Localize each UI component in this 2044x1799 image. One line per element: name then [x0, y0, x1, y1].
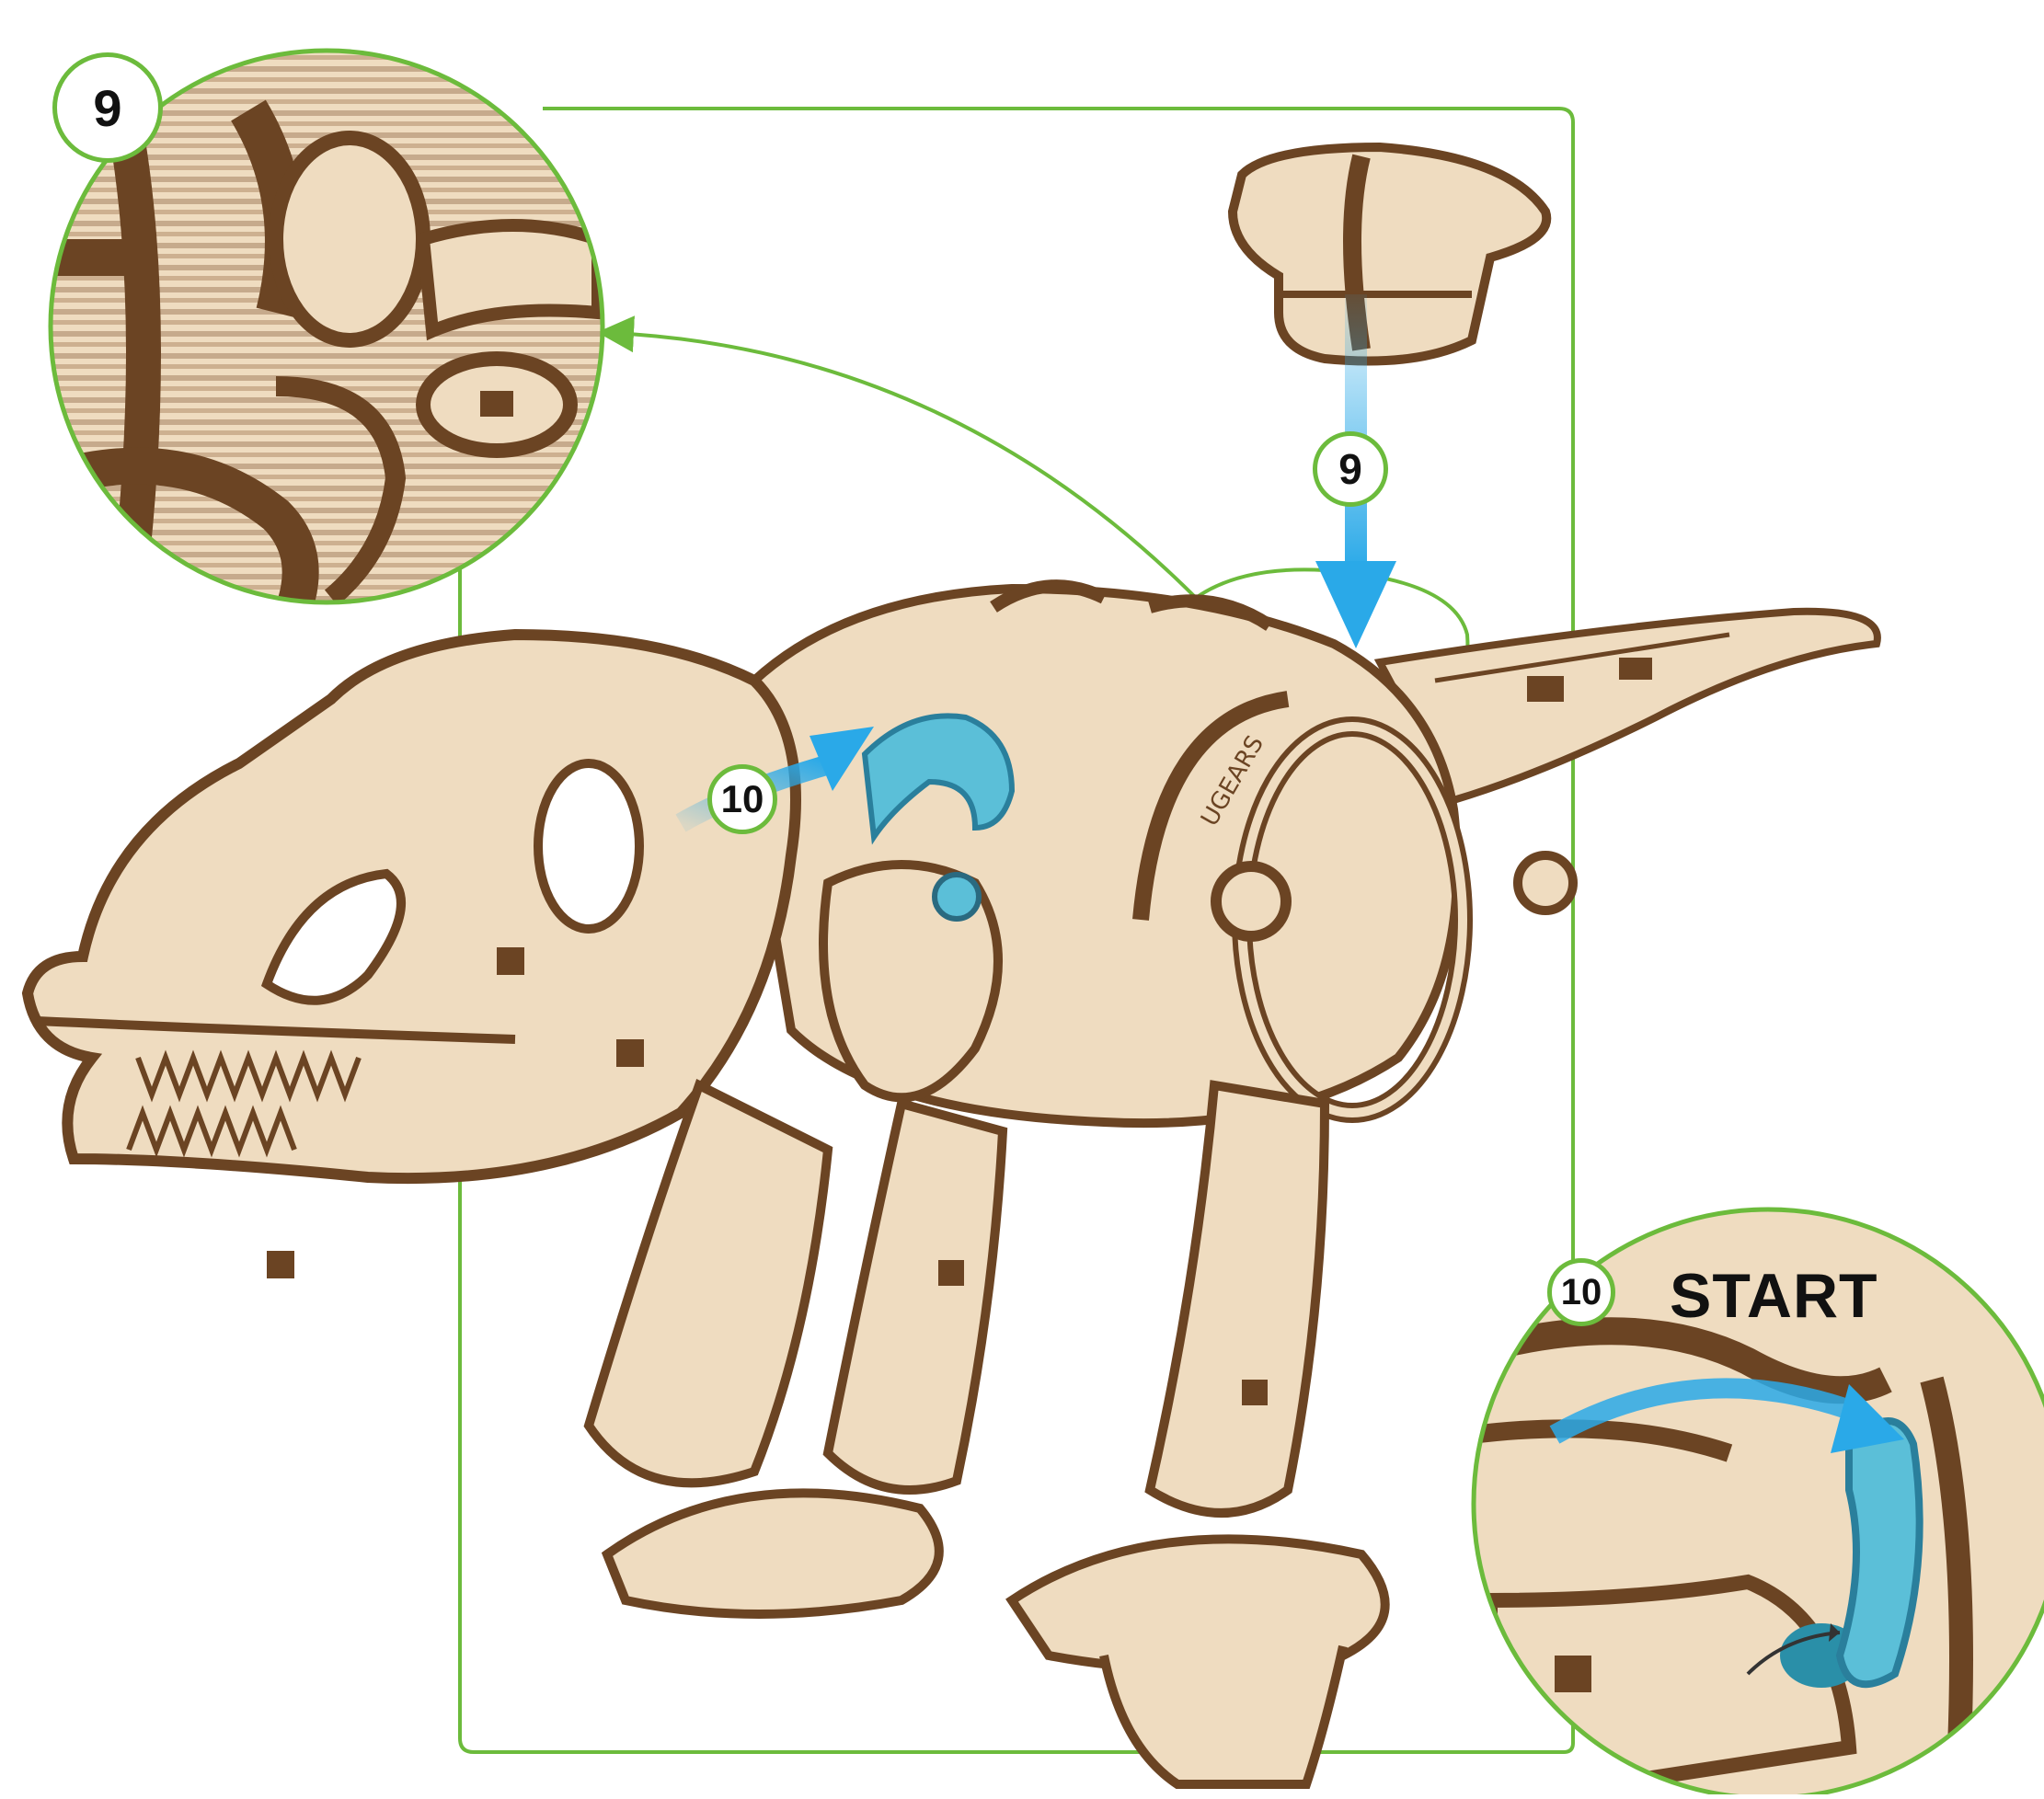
step9-badge-zoom: 9 [52, 52, 163, 163]
start-label: START [1670, 1260, 1878, 1332]
step9-badge: 9 [1313, 431, 1388, 507]
step10-badge: 10 [707, 764, 777, 834]
back-cap-part [1233, 147, 1546, 361]
step10-badge-zoom: 10 [1547, 1258, 1615, 1326]
